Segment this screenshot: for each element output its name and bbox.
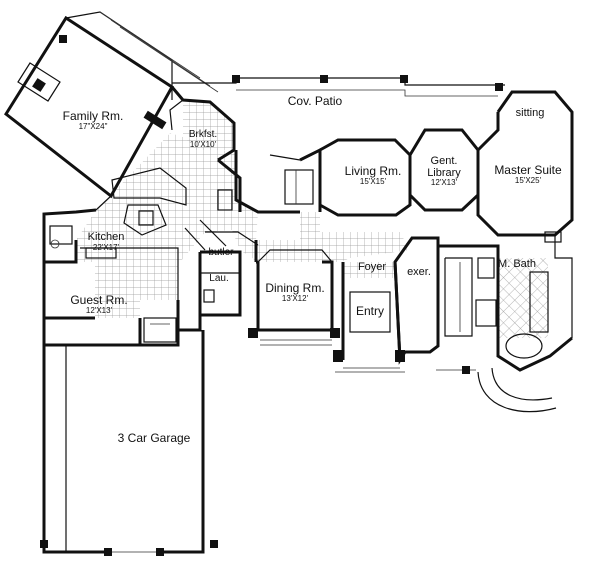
master-suite-walls	[476, 90, 574, 338]
room-dimensions: 10'X10'	[189, 139, 217, 149]
sitting-label: sitting	[510, 107, 550, 120]
room-dimensions: 13'X12'	[281, 293, 309, 303]
dining-room-walls	[248, 249, 340, 346]
foyer-label: Foyer	[352, 261, 392, 274]
room-name: 3 Car Garage	[117, 431, 191, 445]
room-name: Entry	[355, 304, 384, 318]
breakfast-walls	[169, 86, 236, 162]
butler-label: butler	[203, 247, 239, 259]
room-dimensions: 12'X13'	[430, 178, 458, 188]
room-name: Guest Rm.	[70, 293, 128, 307]
garage-label: 3 Car Garage	[104, 432, 204, 445]
master-bath-label: M. Bath	[494, 258, 540, 271]
room-dimensions: 15'X25'	[514, 175, 542, 185]
room-name: Gent. Library	[427, 155, 461, 179]
kitchen-walls	[42, 167, 187, 320]
exercise-room-walls	[393, 236, 440, 365]
room-dimensions: 17"X24"	[78, 121, 108, 131]
room-name: sitting	[515, 107, 545, 119]
room-dimensions: 22'X17'	[92, 242, 120, 252]
garage-walls	[40, 330, 218, 556]
room-name: exer.	[407, 266, 431, 278]
room-name: Kitchen	[87, 231, 125, 243]
kitchen-label: Kitchen 22'X17'	[86, 231, 126, 252]
room-name: Family Rm.	[62, 109, 124, 123]
butler-laundry-walls	[176, 250, 242, 332]
gallery-walls	[184, 158, 259, 262]
master-suite-label: Master Suite 15'X25'	[492, 164, 564, 185]
laundry-label: Lau.	[204, 273, 234, 285]
patio-label: Cov. Patio	[280, 95, 350, 108]
room-name: Master Suite	[494, 163, 562, 177]
room-name: butler	[208, 247, 234, 258]
room-name: Dining Rm.	[265, 281, 325, 295]
exercise-label: exer.	[402, 266, 436, 279]
master-bath-walls	[436, 244, 573, 413]
tile-floor	[76, 100, 548, 338]
room-dimensions: 15'X15'	[359, 176, 387, 186]
room-name: M. Bath	[498, 258, 536, 270]
room-name: Foyer	[357, 261, 387, 273]
guest-room-walls	[42, 317, 180, 347]
living-room-label: Living Rm. 15'X15'	[340, 165, 406, 186]
room-dimensions: 12'X13'	[85, 305, 113, 315]
room-name: Lau.	[209, 273, 229, 284]
dining-room-label: Dining Rm. 13'X12'	[262, 282, 328, 303]
entry-label: Entry	[350, 305, 390, 318]
room-name: Cov. Patio	[287, 94, 343, 108]
library-label: Gent. Library 12'X13'	[420, 155, 468, 188]
family-room-walls	[4, 11, 219, 211]
breakfast-label: Brkfst. 10'X10'	[183, 129, 223, 149]
patio-outline	[171, 75, 505, 100]
room-name: Brkfst.	[188, 129, 218, 140]
room-name: Living Rm.	[344, 164, 402, 178]
guest-room-label: Guest Rm. 12'X13'	[66, 294, 132, 315]
family-room-label: Family Rm. 17"X24"	[58, 110, 128, 131]
